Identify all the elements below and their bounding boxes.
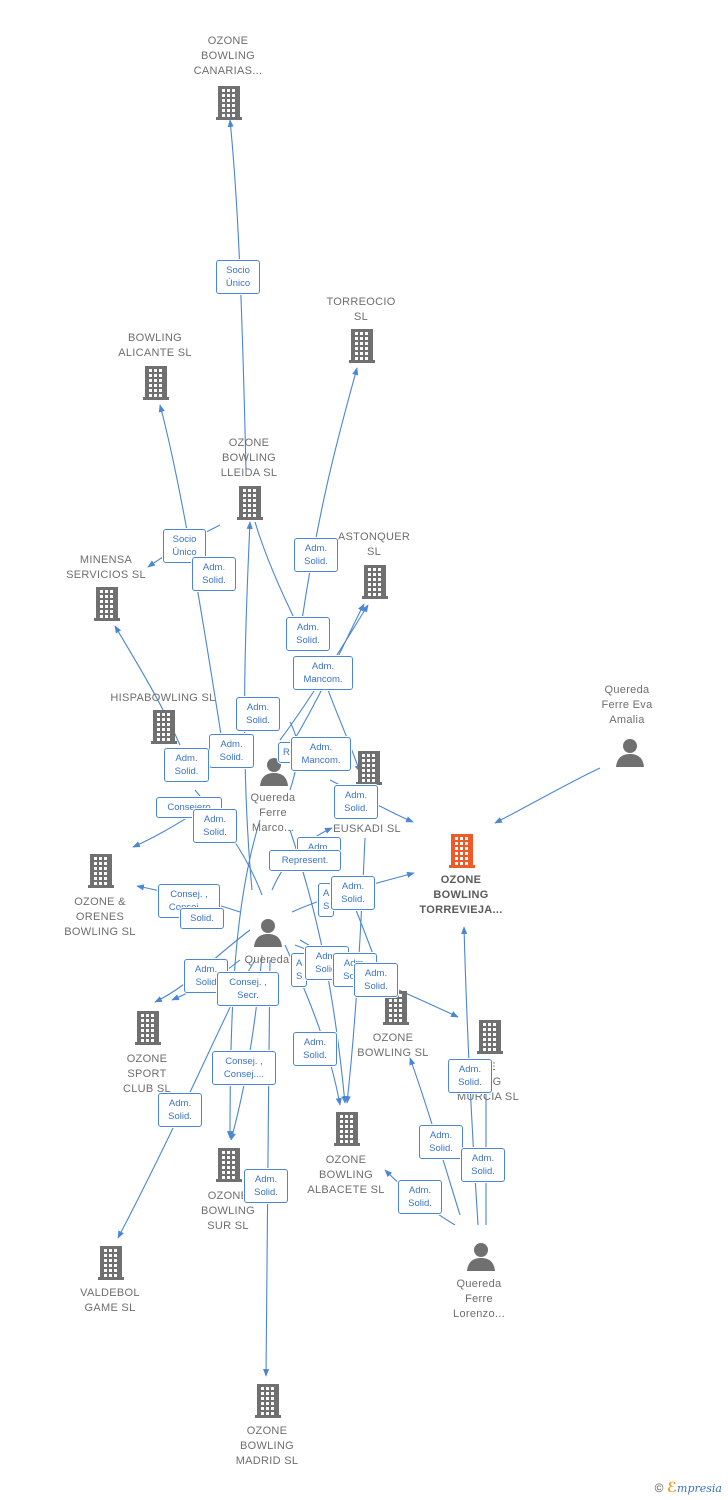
relation-label: Solid. [180,908,224,929]
building-icon[interactable] [94,587,120,626]
building-icon[interactable] [362,565,388,604]
company-label[interactable]: BOWLING ALICANTE SL [118,332,192,359]
building-icon[interactable] [237,486,263,525]
person-label[interactable]: Quereda Ferre Lorenzo... [453,1278,505,1320]
building-icon[interactable] [255,1384,281,1423]
relation-label: Adm. Solid. [286,617,330,651]
relation-label: Adm. Mancom. [293,656,353,690]
company-label[interactable]: OZONE BOWLING SUR SL [200,1190,256,1232]
relation-label: Adm. Solid. [354,963,398,997]
edge-line [494,767,601,824]
company-label[interactable]: OZONE BOWLING MADRID SL [235,1425,299,1467]
relation-label: Adm. Solid. [209,734,254,768]
person-icon[interactable] [253,917,283,952]
relation-label: Adm. Solid. [236,697,280,731]
edge-line [263,959,271,1377]
person-label[interactable]: Quereda Ferre Eva Amalia [601,684,653,726]
building-icon[interactable] [135,1011,161,1050]
building-icon[interactable] [477,1020,503,1059]
brand-logo-initial: ℰ [666,1479,678,1495]
building-icon[interactable] [98,1246,124,1285]
company-label[interactable]: OZONE SPORT CLUB SL [123,1053,171,1095]
relation-label: Consej. , Consej.... [212,1051,276,1085]
company-label[interactable]: OZONE BOWLING SL [357,1032,429,1059]
person-icon[interactable] [259,756,289,791]
relation-label: Represent. [269,850,341,871]
person-label[interactable]: Quereda Ferre Marco... [250,792,296,834]
relation-label: Adm. Solid. [294,538,338,572]
building-icon[interactable] [143,366,169,405]
relation-label: Adm. Solid. [193,809,237,843]
edge-line [254,521,301,631]
building-icon[interactable] [334,1112,360,1151]
relation-label: Consej. , Consej.... [158,884,220,918]
company-label[interactable]: OZONE BOWLING ALBACETE SL [307,1154,385,1196]
company-label[interactable]: HISPABOWLING SL [110,692,216,704]
company-label[interactable]: OZONE & ORENES BOWLING SL [64,896,136,938]
company-label[interactable]: OZONE BOWLING LLEIDA SL [220,437,278,479]
relation-label: Adm. Solid. [158,1093,202,1127]
relation-label: Adm. Mancom. [291,737,351,771]
building-icon[interactable] [88,854,114,893]
brand-logo-text: mpresia [677,1482,722,1495]
footer-brand: © ℰmpresia [655,1479,722,1496]
person-icon[interactable] [466,1241,496,1276]
building-icon[interactable] [349,329,375,368]
building-icon[interactable] [216,86,242,125]
company-label[interactable]: OZONE BOWLING CANARIAS... [193,35,263,77]
relation-label: Adm. Solid. [448,1059,492,1093]
copyright-symbol: © [654,1481,664,1495]
relation-label: Adm. Solid. [334,785,378,819]
building-icon[interactable] [383,991,409,1030]
company-label[interactable]: ASTONQUER SL [337,531,411,558]
edge-line [301,367,359,621]
edge-line [226,819,261,1139]
relation-label: Adm. Solid. [398,1180,442,1214]
relation-label: Adm. Solid. [419,1125,463,1159]
relation-label: Adm. Solid. [461,1148,505,1182]
relation-label: Adm. Solid. [331,876,375,910]
company-label[interactable]: TORREOCIO SL [326,296,396,323]
building-icon[interactable] [449,834,475,873]
relation-label: Socio Único [216,260,260,294]
relation-label: Adm. Solid. [164,748,209,782]
relation-label: Adm. Solid. [244,1169,288,1203]
company-label[interactable]: OZONE BOWLING TORREVIEJA... [419,874,503,916]
building-icon[interactable] [216,1148,242,1187]
relation-label: Adm. Solid. [192,557,236,591]
building-icon[interactable] [356,751,382,790]
company-label[interactable]: VALDEBOL GAME SL [80,1287,140,1314]
person-icon[interactable] [615,737,645,772]
relation-label: Adm. Solid. [293,1032,337,1066]
building-icon[interactable] [151,710,177,749]
relation-label: Socio Único [163,529,206,563]
relation-label: Consej. , Secr. [217,972,279,1006]
company-label[interactable]: MINENSA SERVICIOS SL [66,554,146,581]
edge-line [227,119,247,471]
